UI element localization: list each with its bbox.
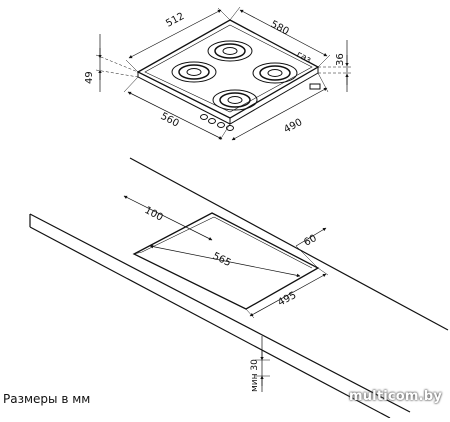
knob: [200, 114, 208, 120]
dim-49: 49: [84, 71, 95, 84]
countertop-front-edge: [29, 213, 411, 413]
countertop-bottom-edge: [29, 226, 391, 419]
burner: [207, 40, 253, 62]
dim-512: 512: [164, 11, 186, 30]
hob-drawing: [95, 6, 352, 141]
knob: [217, 122, 225, 128]
dim-36: 36: [335, 53, 346, 66]
dim-100: 100: [143, 205, 165, 224]
countertop-drawing: [29, 157, 449, 419]
watermark-logo: multicom.by: [348, 389, 442, 404]
dim-min-30: мин 30: [250, 359, 260, 392]
dim-60: 60: [302, 233, 318, 249]
units-caption: Размеры в мм: [3, 392, 91, 406]
dim-565: 565: [211, 251, 233, 269]
burner: [171, 61, 217, 83]
gas-inlet: [309, 83, 321, 90]
countertop-back-edge: [129, 157, 449, 331]
knob: [208, 118, 216, 124]
hob-top-outline: [136, 19, 320, 119]
burner: [252, 62, 298, 84]
dim-495: 495: [276, 290, 298, 309]
dim-490: 490: [282, 117, 304, 136]
dim-560: 560: [159, 111, 181, 130]
burner: [212, 89, 258, 111]
